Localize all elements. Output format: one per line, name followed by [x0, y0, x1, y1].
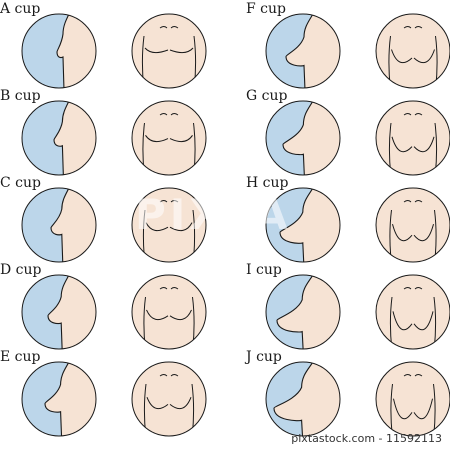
side-view-figure	[264, 186, 342, 264]
side-view-figure	[20, 186, 98, 264]
cup-label: G cup	[246, 88, 288, 104]
cup-label: A cup	[0, 1, 41, 17]
side-view-figure	[264, 360, 342, 438]
front-view-figure	[130, 273, 208, 351]
front-view-figure	[130, 99, 208, 177]
stock-credit: pixtastock.com - 11592113	[291, 432, 442, 445]
front-view-figure	[374, 12, 450, 90]
front-view-figure	[374, 360, 450, 438]
cup-label: E cup	[0, 349, 41, 365]
cup-label: B cup	[0, 88, 41, 104]
front-view-figure	[374, 186, 450, 264]
cup-label: I cup	[246, 262, 282, 278]
side-view-figure	[264, 273, 342, 351]
cup-label: J cup	[246, 349, 282, 365]
cup-label: H cup	[246, 175, 289, 191]
side-view-figure	[20, 360, 98, 438]
cup-label: D cup	[0, 262, 42, 278]
side-view-figure	[20, 273, 98, 351]
side-view-figure	[20, 12, 98, 90]
front-view-figure	[130, 186, 208, 264]
side-view-figure	[20, 99, 98, 177]
front-view-figure	[130, 12, 208, 90]
front-view-figure	[374, 99, 450, 177]
cup-label: F cup	[246, 1, 286, 17]
front-view-figure	[130, 360, 208, 438]
front-view-figure	[374, 273, 450, 351]
cup-label: C cup	[0, 175, 41, 191]
side-view-figure	[264, 12, 342, 90]
side-view-figure	[264, 99, 342, 177]
